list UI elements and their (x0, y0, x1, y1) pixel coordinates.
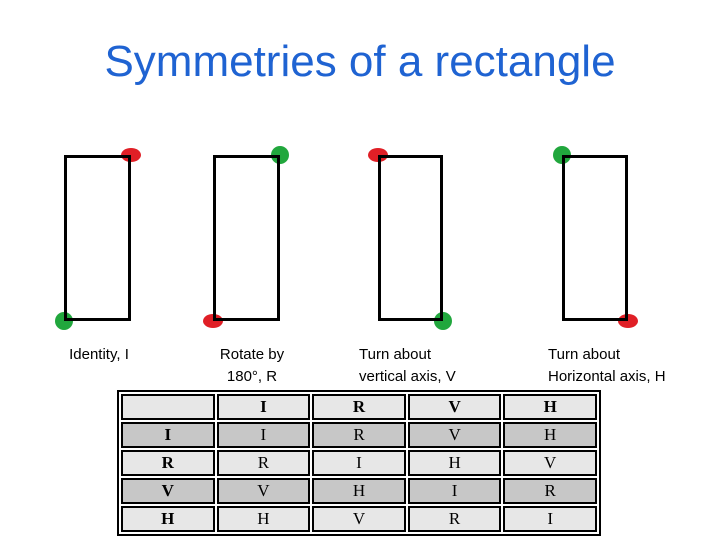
rectangle-outline (378, 155, 443, 321)
figure-rotate-180 (203, 146, 289, 328)
green-corner-dot-bottom-right (434, 312, 452, 330)
figure-horizontal-axis-flip (553, 146, 638, 328)
cayley-table: I R V H I I R V H R R I H V V V H I R H (117, 390, 601, 536)
table-cell: H (312, 478, 406, 504)
row-header-cell: H (121, 506, 215, 532)
green-corner-dot-bottom-left (55, 312, 73, 330)
corner-cell (121, 394, 215, 420)
slide-title: Symmetries of a rectangle (104, 37, 616, 86)
label-identity: Identity, I (40, 344, 158, 366)
red-corner-dot-top-right (121, 148, 141, 162)
table-cell: V (312, 506, 406, 532)
green-corner-dot-top-right (271, 146, 289, 164)
row-header-cell: I (121, 422, 215, 448)
figure-identity (55, 148, 141, 330)
table-cell: R (216, 450, 311, 476)
red-corner-dot-bottom-right (618, 314, 638, 328)
label-vertical-axis-flip: Turn about vertical axis, V (359, 344, 456, 388)
table-cell: R (407, 506, 502, 532)
table-row: I I R V H (121, 422, 597, 448)
column-header-cell: R (312, 394, 406, 420)
table-cell: I (407, 478, 502, 504)
label-horizontal-axis-flip: Turn about Horizontal axis, H (548, 344, 666, 388)
label-line: Turn about (359, 346, 431, 363)
table-row: V V H I R (121, 478, 597, 504)
table-cell: V (503, 450, 597, 476)
table-header-row: I R V H (121, 394, 597, 420)
table-cell: I (503, 506, 597, 532)
rectangle-outline (64, 155, 131, 321)
table-cell: R (312, 422, 406, 448)
table-cell: I (216, 422, 311, 448)
column-header-cell: V (407, 394, 502, 420)
rectangle-outline (562, 155, 628, 321)
column-header-cell: I (216, 394, 311, 420)
label-line: Identity, I (69, 346, 129, 363)
table-cell: H (407, 450, 502, 476)
label-rotate-180: Rotate by 180°, R (196, 344, 308, 388)
label-line: vertical axis, V (359, 368, 456, 385)
table-cell: V (216, 478, 311, 504)
table-row: R R I H V (121, 450, 597, 476)
rectangle-outline (213, 155, 280, 321)
red-corner-dot-bottom-left (203, 314, 223, 328)
label-line: Turn about (548, 346, 620, 363)
row-header-cell: V (121, 478, 215, 504)
table-cell: R (503, 478, 597, 504)
table-cell: H (216, 506, 311, 532)
table-cell: H (503, 422, 597, 448)
column-header-cell: H (503, 394, 597, 420)
table-cell: V (407, 422, 502, 448)
table-cell: I (312, 450, 406, 476)
row-header-cell: R (121, 450, 215, 476)
label-line: 180°, R (226, 368, 278, 385)
table-row: H H V R I (121, 506, 597, 532)
label-line: Horizontal axis, H (548, 368, 666, 385)
label-line: Rotate by (219, 346, 285, 363)
figure-vertical-axis-flip (368, 148, 452, 330)
